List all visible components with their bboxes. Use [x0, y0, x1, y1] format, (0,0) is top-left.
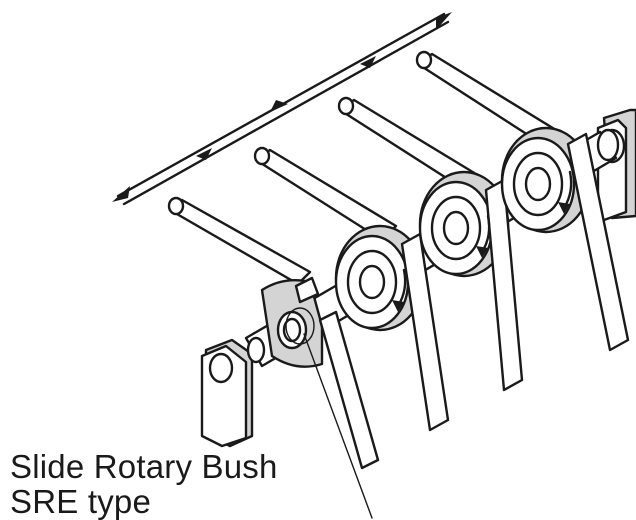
caption-line-2: SRE type: [10, 483, 151, 520]
slide-rotary-bush: [276, 307, 315, 350]
arrow-left-end-icon: [112, 186, 130, 202]
arrow-mid1-icon: [196, 148, 212, 160]
callout-leader-line: [303, 333, 373, 519]
arm-3: [337, 96, 524, 392]
axial-motion-arrows: [112, 12, 452, 206]
arrow-mid2-icon: [270, 100, 288, 112]
arm-2: [253, 146, 450, 432]
arrow-mid3-icon: [360, 56, 376, 68]
arm-4: [415, 50, 630, 352]
caption-line-1: Slide Rotary Bush: [10, 448, 278, 485]
arrow-right-end-icon: [436, 12, 452, 30]
left-support-bracket: [200, 336, 266, 448]
arm-1: [167, 196, 380, 470]
